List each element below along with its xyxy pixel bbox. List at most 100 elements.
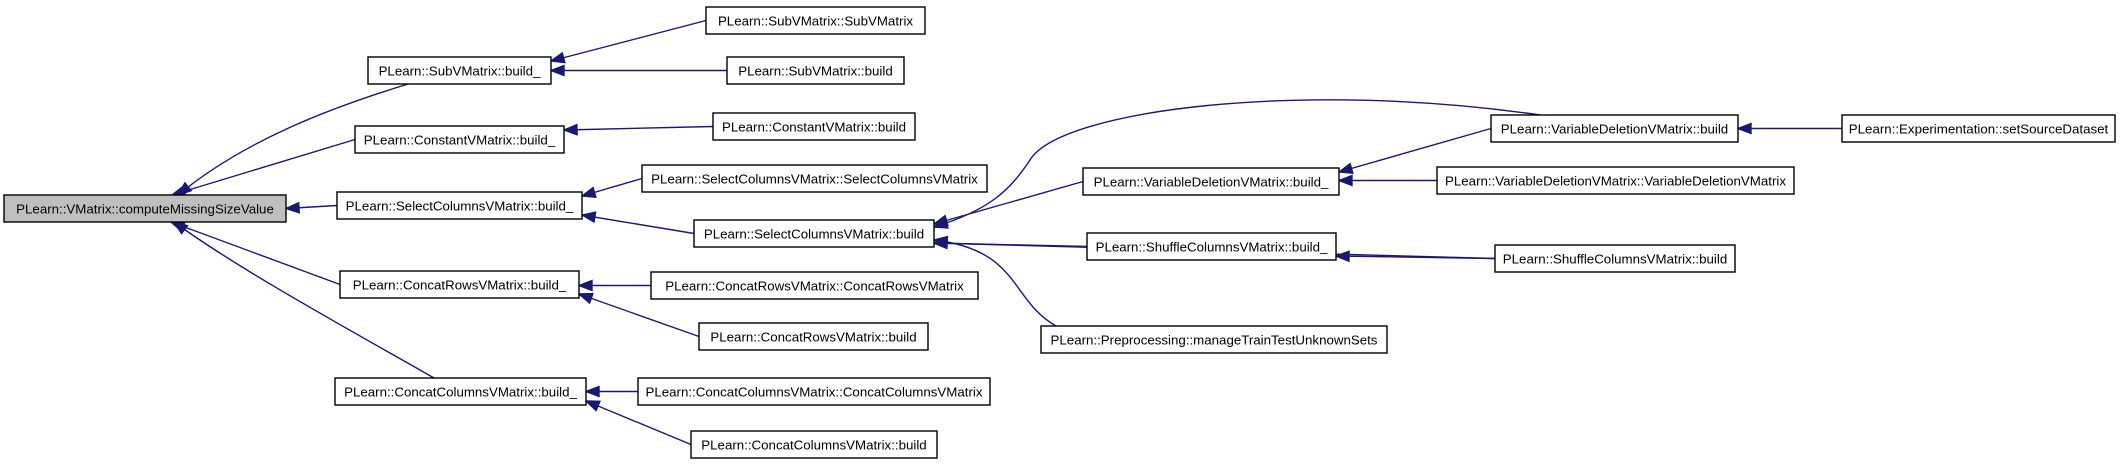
edge-crow_build-to-crow_b (577, 292, 700, 338)
edge-const_b-to-root (170, 138, 356, 197)
node-label: PLearn::SubVMatrix::SubVMatrix (718, 14, 913, 29)
node-crow_build[interactable]: PLearn::ConcatRowsVMatrix::build (698, 322, 929, 351)
node-selcol_build[interactable]: PLearn::SelectColumnsVMatrix::build (693, 219, 935, 248)
node-box[interactable] (1841, 114, 2116, 143)
edge-exp_set-to-vardel_build (1736, 122, 1842, 135)
node-crow_ctor[interactable]: PLearn::ConcatRowsVMatrix::ConcatRowsVMa… (650, 271, 979, 300)
node-box[interactable] (3, 194, 287, 223)
node-box[interactable] (641, 164, 988, 193)
node-ccol_b[interactable]: PLearn::ConcatColumnsVMatrix::build_ (334, 377, 587, 406)
node-box[interactable] (650, 271, 979, 300)
edge-preproc-to-selcol_build (932, 235, 1057, 327)
node-label: PLearn::SubVMatrix::build_ (379, 64, 541, 79)
node-box[interactable] (1494, 244, 1736, 273)
node-sub_b[interactable]: PLearn::SubVMatrix::build_ (367, 56, 552, 85)
edge-line (1338, 127, 1492, 173)
node-vardel_b[interactable]: PLearn::VariableDeletionVMatrix::build_ (1082, 167, 1340, 196)
node-label: PLearn::ConcatRowsVMatrix::build (710, 330, 916, 345)
edge-line (933, 239, 1057, 327)
node-const_b[interactable]: PLearn::ConstantVMatrix::build_ (354, 125, 565, 154)
node-const_build[interactable]: PLearn::ConstantVMatrix::build (712, 112, 916, 141)
node-label: PLearn::Preprocessing::manageTrainTestUn… (1051, 333, 1378, 348)
node-vardel_ctor[interactable]: PLearn::VariableDeletionVMatrix::Variabl… (1436, 166, 1795, 195)
node-box[interactable] (726, 56, 905, 85)
node-box[interactable] (1436, 166, 1795, 195)
edge-arrowhead (584, 400, 601, 412)
node-box[interactable] (336, 191, 583, 220)
node-box[interactable] (354, 125, 565, 154)
node-sub_ctor[interactable]: PLearn::SubVMatrix::SubVMatrix (705, 6, 926, 35)
node-box[interactable] (1082, 167, 1340, 196)
node-box[interactable] (339, 270, 580, 299)
edge-selcol_ctor-to-selcol_b (580, 177, 643, 198)
edge-vardel_build-to-selcol_build (932, 99, 1541, 229)
node-box[interactable] (698, 322, 929, 351)
edge-arrowhead (577, 279, 593, 292)
edge-line (933, 99, 1541, 228)
node-label: PLearn::ConcatColumnsVMatrix::build (701, 438, 926, 453)
edge-arrowhead (580, 211, 597, 224)
node-selcol_ctor[interactable]: PLearn::SelectColumnsVMatrix::SelectColu… (641, 164, 988, 193)
edges-layer (169, 19, 1842, 446)
node-box[interactable] (1490, 114, 1739, 143)
edge-line (177, 83, 409, 196)
node-box[interactable] (693, 219, 935, 248)
node-ccol_build[interactable]: PLearn::ConcatColumnsVMatrix::build (690, 430, 938, 459)
edge-shuf_build-to-shuf_b (1334, 250, 1496, 263)
node-label: PLearn::VariableDeletionVMatrix::Variabl… (1445, 174, 1786, 189)
node-crow_b[interactable]: PLearn::ConcatRowsVMatrix::build_ (339, 270, 580, 299)
edge-line (581, 214, 695, 235)
edge-arrowhead (932, 214, 949, 227)
edge-const_build-to-const_b (562, 123, 714, 136)
edge-arrowhead (549, 51, 566, 64)
node-shuf_b[interactable]: PLearn::ShuffleColumnsVMatrix::build_ (1086, 232, 1337, 261)
edge-arrowhead (284, 201, 301, 214)
node-label: PLearn::ShuffleColumnsVMatrix::build (1503, 252, 1727, 267)
edge-line (170, 221, 341, 286)
node-sub_build[interactable]: PLearn::SubVMatrix::build (726, 56, 905, 85)
node-label: PLearn::Experimentation::setSourceDatase… (1849, 122, 2109, 137)
node-shuf_build[interactable]: PLearn::ShuffleColumnsVMatrix::build (1494, 244, 1736, 273)
node-label: PLearn::ConcatColumnsVMatrix::build_ (344, 385, 577, 400)
edge-arrowhead (1337, 174, 1353, 187)
edge-arrowhead (549, 64, 565, 77)
edge-line (563, 125, 714, 131)
edge-arrowhead (562, 123, 578, 136)
edge-arrowhead (932, 235, 949, 248)
node-vardel_build[interactable]: PLearn::VariableDeletionVMatrix::build (1490, 114, 1739, 143)
edge-ccol_ctor-to-ccol_b (584, 385, 638, 398)
node-preproc[interactable]: PLearn::Preprocessing::manageTrainTestUn… (1040, 325, 1388, 354)
node-root[interactable]: PLearn::VMatrix::computeMissingSizeValue (3, 194, 287, 223)
edge-vardel_build-to-vardel_b (1337, 127, 1492, 175)
node-box[interactable] (1040, 325, 1388, 354)
node-label: PLearn::SelectColumnsVMatrix::SelectColu… (651, 172, 978, 187)
edge-arrowhead (584, 385, 600, 398)
node-box[interactable] (367, 56, 552, 85)
node-selcol_b[interactable]: PLearn::SelectColumnsVMatrix::build_ (336, 191, 583, 220)
node-label: PLearn::ConcatRowsVMatrix::ConcatRowsVMa… (665, 279, 964, 294)
edge-line (1335, 255, 1496, 260)
node-label: PLearn::SelectColumnsVMatrix::build (704, 227, 924, 242)
edge-line (550, 19, 707, 62)
edge-line (171, 138, 356, 196)
node-box[interactable] (334, 377, 587, 406)
edge-arrowhead (1337, 162, 1354, 175)
node-label: PLearn::ConcatColumnsVMatrix::ConcatColu… (646, 385, 983, 400)
node-box[interactable] (637, 377, 991, 406)
node-box[interactable] (690, 430, 938, 459)
edge-ccol_b-to-root (172, 220, 435, 379)
edge-selcol_build-to-selcol_b (580, 211, 695, 235)
node-label: PLearn::ShuffleColumnsVMatrix::build_ (1096, 240, 1328, 255)
node-box[interactable] (705, 6, 926, 35)
node-exp_set[interactable]: PLearn::Experimentation::setSourceDatase… (1841, 114, 2116, 143)
edge-sub_ctor-to-sub_b (549, 19, 707, 64)
node-ccol_ctor[interactable]: PLearn::ConcatColumnsVMatrix::ConcatColu… (637, 377, 991, 406)
node-label: PLearn::SelectColumnsVMatrix::build_ (346, 199, 574, 214)
edge-arrowhead (577, 292, 594, 305)
edge-arrowhead (1736, 122, 1752, 135)
node-box[interactable] (1086, 232, 1337, 261)
edge-ccol_build-to-ccol_b (584, 400, 692, 446)
edge-vardel_ctor-to-vardel_b (1337, 174, 1437, 187)
node-box[interactable] (712, 112, 916, 141)
